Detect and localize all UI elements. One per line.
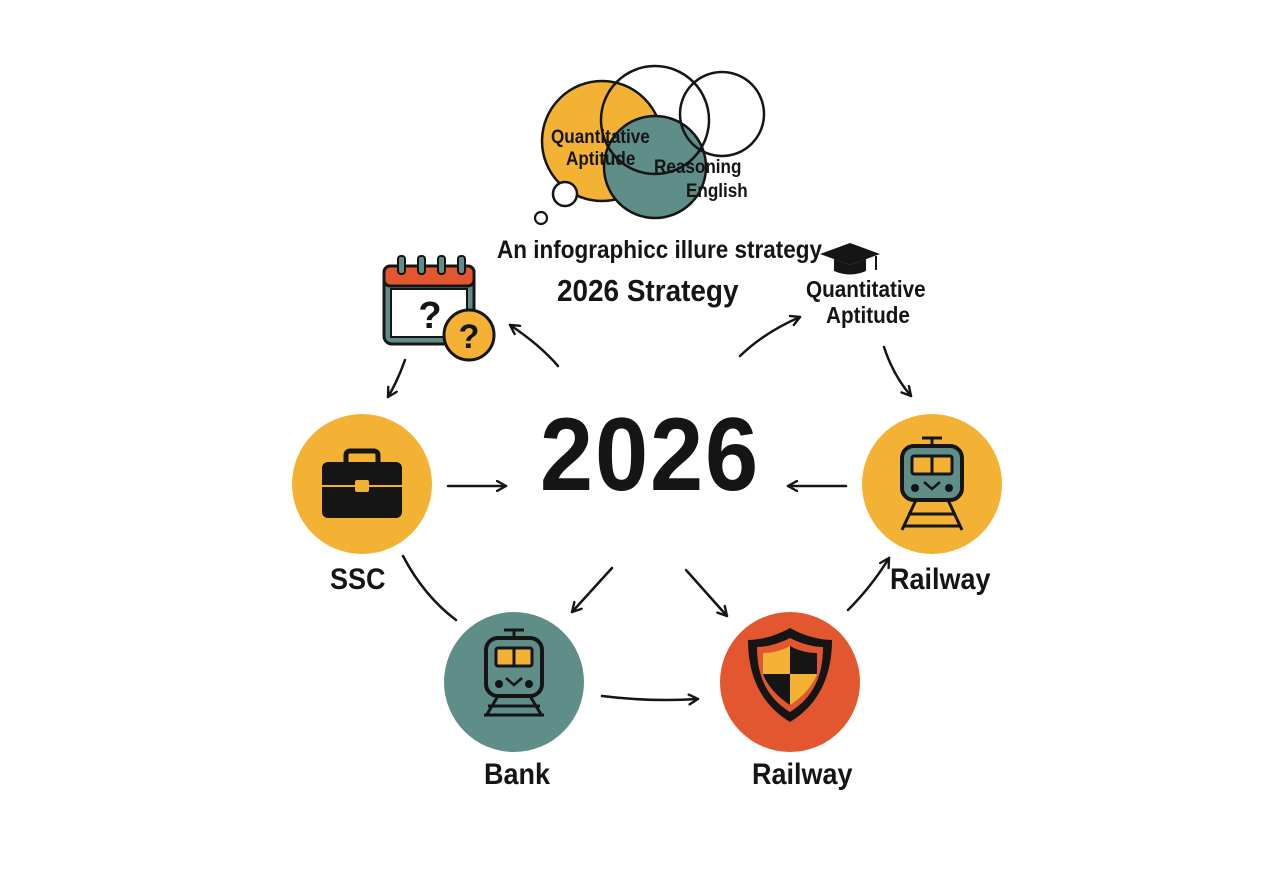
graduation-cap-icon — [820, 243, 880, 275]
train-icon — [900, 436, 964, 531]
heading-line2: 2026 Strategy — [557, 273, 739, 308]
venn-label-reasoning: Reasoning — [654, 157, 742, 178]
connectors — [386, 317, 913, 700]
ssc-node — [292, 414, 432, 554]
railway-bottom-node — [720, 612, 860, 752]
calendar-question-icon: ? ? — [382, 255, 496, 362]
arrow-center-to-bank — [570, 566, 614, 614]
bank-node — [444, 612, 584, 752]
venn-circle-top — [599, 64, 711, 176]
bank-label: Bank — [484, 758, 551, 791]
line-ssc-to-bank — [401, 554, 458, 622]
shield-icon — [748, 628, 832, 722]
heading-line1: An infographicc illure strategy — [497, 236, 823, 264]
ssc-label: SSC — [330, 563, 386, 596]
arrow-to-calendar — [508, 323, 560, 368]
venn-label-quant-line2: Aptitude — [566, 149, 636, 170]
train-icon — [484, 628, 544, 717]
topic-right-line2: Aptitude — [826, 302, 910, 328]
briefcase-icon — [322, 448, 402, 518]
arrow-to-cap — [738, 317, 802, 358]
arrow-center-to-railway-bottom — [684, 568, 729, 618]
thought-dot-large — [551, 180, 579, 208]
arrow-bank-to-railway-bottom — [600, 696, 700, 700]
railway-bottom-label: Railway — [752, 758, 853, 791]
venn-circle-right — [678, 70, 766, 158]
arrow-calendar-to-ssc — [386, 358, 407, 399]
svg-text:?: ? — [459, 318, 480, 356]
arrow-cap-to-railway — [882, 345, 913, 398]
thought-dot-small — [533, 210, 549, 226]
arrow-railway-bottom-to-right — [846, 556, 891, 612]
railway-right-label: Railway — [890, 563, 991, 596]
venn-label-english: English — [686, 181, 748, 202]
railway-right-node — [862, 414, 1002, 554]
topic-right-line1: Quantitative — [806, 276, 926, 302]
venn-diagram — [533, 64, 766, 226]
venn-label-quant-line1: Quantitative — [551, 127, 650, 148]
center-year: 2026 — [539, 397, 761, 513]
svg-text:?: ? — [418, 295, 441, 337]
venn-circle-reasoning — [602, 114, 708, 220]
